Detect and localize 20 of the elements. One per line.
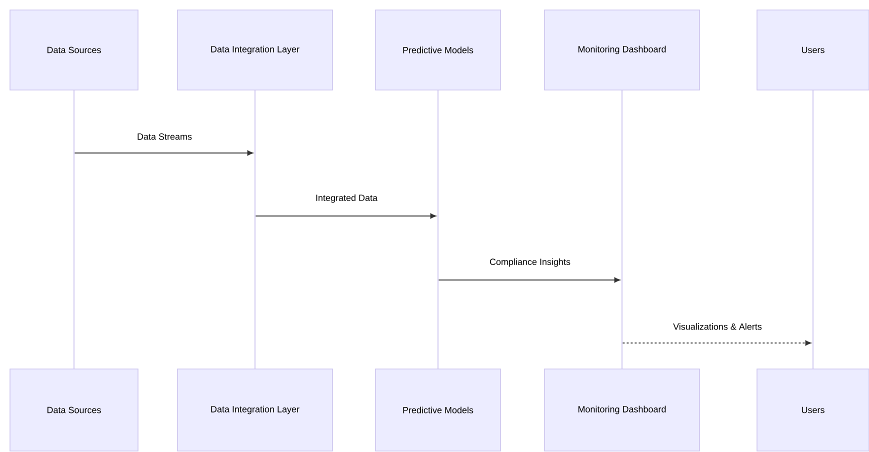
message-label: Visualizations & Alerts bbox=[673, 323, 762, 330]
participant-box: Monitoring Dashboard bbox=[544, 10, 700, 90]
participant-box: Predictive Models bbox=[375, 10, 501, 90]
participant-box: Users bbox=[756, 10, 869, 90]
message-arrow bbox=[438, 277, 620, 283]
message-arrow bbox=[74, 150, 253, 156]
participant-box: Data Integration Layer bbox=[177, 10, 333, 90]
lifeline bbox=[812, 90, 814, 369]
message-label: Integrated Data bbox=[316, 194, 378, 203]
lifeline bbox=[254, 90, 256, 369]
message-label: Compliance Insights bbox=[490, 258, 570, 267]
participant-box: Data Integration Layer bbox=[177, 368, 333, 452]
participant-box: Monitoring Dashboard bbox=[544, 368, 700, 452]
participant-box: Data Sources bbox=[10, 10, 138, 90]
participant-box: Data Sources bbox=[10, 368, 138, 452]
message-arrow bbox=[255, 213, 436, 219]
message-label: Data Streams bbox=[138, 133, 192, 140]
participant-box: Users bbox=[756, 368, 869, 452]
message-arrow bbox=[622, 340, 811, 346]
participant-box: Predictive Models bbox=[375, 368, 501, 452]
